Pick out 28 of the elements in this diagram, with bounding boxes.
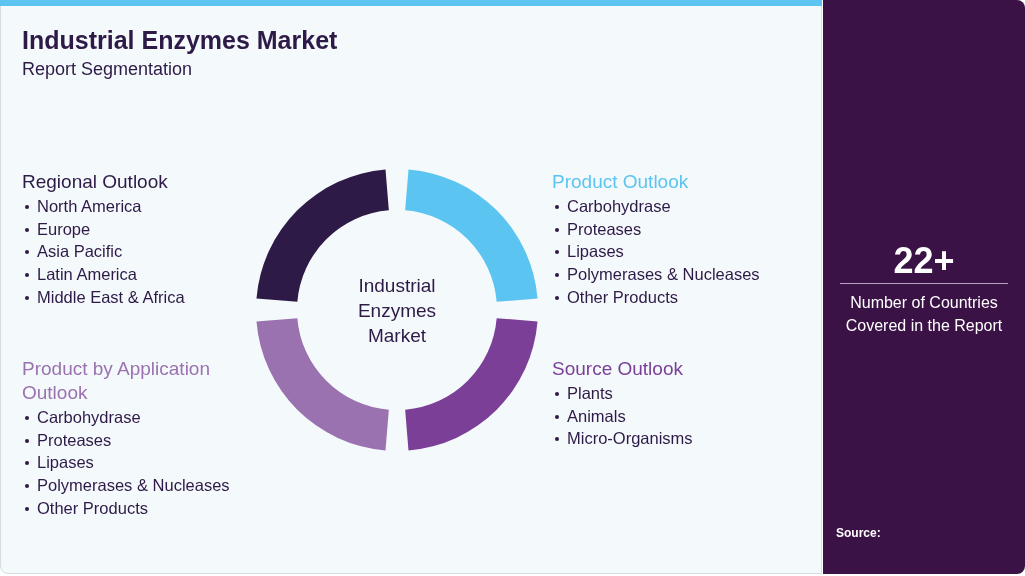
list-item: Polymerases & Nucleases (552, 263, 812, 286)
stat-value: 22+ (892, 240, 956, 282)
list-item: Other Products (552, 285, 812, 309)
list-item: Asia Pacific (22, 240, 252, 264)
title: Industrial Enzymes Market (22, 26, 338, 55)
list-item: Other Products (22, 496, 247, 520)
source-label: Source: (836, 526, 881, 540)
list-item: North America (22, 195, 252, 218)
subtitle: Report Segmentation (22, 59, 193, 80)
list-item: Carbohydrase (22, 406, 247, 429)
stat-caption: Number of Countries Covered in the Report (844, 293, 1004, 336)
list-item: Polymerases & Nucleases (22, 474, 247, 497)
section-heading: Regional Outlook (22, 170, 169, 194)
list-item: Lipases (552, 240, 812, 264)
list-item: Lipases (22, 451, 247, 475)
list-item: Europe (22, 217, 252, 241)
list-item: Animals (552, 404, 812, 428)
list-item: Plants (552, 382, 812, 405)
section-heading: Source Outlook (552, 357, 684, 381)
list-item: Proteases (22, 428, 247, 452)
list-item: Proteases (552, 217, 812, 241)
list-item: Middle East & Africa (22, 285, 252, 309)
list-item: Carbohydrase (552, 195, 812, 218)
section-heading: Product by Application Outlook (22, 357, 211, 405)
center-label: Industrial Enzymes Market (356, 273, 438, 348)
section-heading: Product Outlook (552, 170, 690, 194)
list-item: Micro-Organisms (552, 427, 812, 451)
list-item: Latin America (22, 263, 252, 286)
